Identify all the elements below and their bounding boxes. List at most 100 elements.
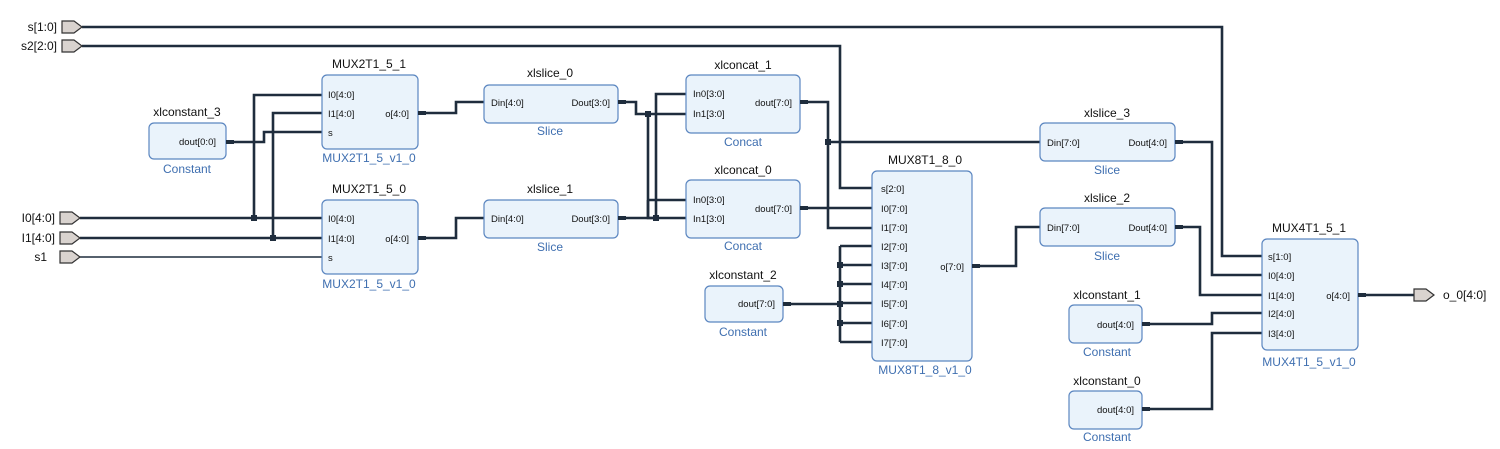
- block-type: MUX8T1_8_v1_0: [878, 363, 972, 377]
- junction-dot: [251, 215, 257, 221]
- pin-stub: [1142, 322, 1150, 326]
- wire-concat1-out: [800, 100, 872, 230]
- pin-label: I1[4:0]: [1268, 291, 1294, 302]
- input-port-s1[interactable]: s1: [34, 250, 81, 264]
- block-type: Constant: [1083, 430, 1132, 444]
- pin-label: s[1:0]: [1268, 252, 1291, 263]
- pin-label: I3[4:0]: [1268, 329, 1294, 340]
- wire-const3: [226, 130, 322, 144]
- junction-dot: [837, 262, 843, 268]
- wire-mux20-slice1: [418, 216, 484, 240]
- port-label-s2: s2[2:0]: [21, 39, 57, 53]
- port-arrow-icon: [61, 20, 83, 34]
- pin-label: I0[4:0]: [328, 214, 354, 225]
- pin-label: I1[7:0]: [881, 223, 907, 234]
- pin-label: Dout[3:0]: [571, 214, 610, 225]
- pin-label: I2[7:0]: [881, 242, 907, 253]
- block-title: xlslice_1: [527, 182, 573, 196]
- pin-stub: [618, 100, 626, 104]
- pin-label: s[2:0]: [881, 184, 904, 195]
- block-xlslice-1[interactable]: xlslice_1 Din[4:0] Dout[3:0] Slice: [483, 182, 626, 254]
- wire-i0-branch: [252, 93, 322, 218]
- pin-label: s: [328, 253, 333, 264]
- block-title: xlslice_0: [527, 66, 573, 80]
- block-xlconstant-3[interactable]: xlconstant_3 dout[0:0] Constant: [148, 105, 234, 176]
- port-arrow-icon: [59, 211, 81, 225]
- block-xlconcat-0[interactable]: xlconcat_0 In0[3:0] In1[3:0] dout[7:0] C…: [685, 163, 808, 253]
- pin-label: Dout[3:0]: [571, 98, 610, 109]
- block-type: Slice: [1094, 249, 1120, 263]
- wire-i1-branch: [271, 111, 322, 238]
- pin-label: I1[4:0]: [328, 234, 354, 245]
- junctions: [251, 111, 843, 326]
- block-xlconcat-1[interactable]: xlconcat_1 In0[3:0] In1[3:0] dout[7:0] C…: [685, 58, 808, 149]
- block-title: xlconstant_1: [1073, 288, 1141, 302]
- block-title: xlconstant_2: [709, 268, 777, 282]
- pin-stub: [418, 111, 426, 115]
- pin-stub: [1358, 293, 1366, 297]
- block-type: Concat: [724, 239, 763, 253]
- pin-label: dout[4:0]: [1097, 320, 1134, 331]
- port-label-i0: I0[4:0]: [22, 211, 55, 225]
- pin-label: o[7:0]: [940, 262, 964, 273]
- pin-label: dout[4:0]: [1097, 405, 1134, 416]
- block-mux2t1-5-0[interactable]: MUX2T1_5_0 I0[4:0] I1[4:0] s o[4:0] MUX2…: [321, 182, 426, 291]
- wire-mux21-slice0: [418, 100, 484, 115]
- pin-label: dout[7:0]: [738, 299, 775, 310]
- block-title: xlconstant_3: [153, 105, 221, 119]
- junction-dot: [645, 111, 651, 117]
- block-type: Concat: [724, 135, 763, 149]
- junction-dot: [837, 281, 843, 287]
- block-xlconstant-2[interactable]: xlconstant_2 dout[7:0] Constant: [704, 268, 791, 339]
- block-xlslice-2[interactable]: xlslice_2 Din[7:0] Dout[4:0] Slice: [1039, 191, 1183, 263]
- input-port-i0[interactable]: I0[4:0]: [22, 211, 81, 225]
- block-title: xlconcat_0: [714, 163, 772, 177]
- junction-dot: [825, 139, 831, 145]
- pin-stub: [1175, 225, 1183, 229]
- wire-slice2-mux4: [1175, 225, 1262, 297]
- wire-const1-mux4: [1142, 311, 1262, 326]
- pin-label: In1[3:0]: [693, 109, 725, 120]
- block-title: MUX4T1_5_1: [1272, 221, 1346, 235]
- block-title: MUX8T1_8_0: [888, 153, 962, 167]
- wires: [80, 25, 1414, 411]
- pin-label: o[4:0]: [385, 234, 409, 245]
- pin-label: In0[3:0]: [693, 195, 725, 206]
- pin-label: In0[3:0]: [693, 89, 725, 100]
- block-xlslice-0[interactable]: xlslice_0 Din[4:0] Dout[3:0] Slice: [483, 66, 626, 138]
- block-xlslice-3[interactable]: xlslice_3 Din[7:0] Dout[4:0] Slice: [1039, 106, 1183, 177]
- pin-label: I2[4:0]: [1268, 309, 1294, 320]
- pin-label: dout[0:0]: [179, 137, 216, 148]
- block-mux8t1-8-0[interactable]: MUX8T1_8_0 s[2:0] I0[7:0] I1[7:0] I2[7:0…: [871, 153, 980, 377]
- block-mux2t1-5-1[interactable]: MUX2T1_5_1 I0[4:0] I1[4:0] s o[4:0] MUX2…: [321, 57, 426, 165]
- pin-label: I0[4:0]: [1268, 271, 1294, 282]
- pin-label: Dout[4:0]: [1128, 223, 1167, 234]
- pin-label: dout[7:0]: [755, 204, 792, 215]
- block-title: MUX2T1_5_1: [332, 57, 406, 71]
- wire-s: [82, 25, 1262, 258]
- port-arrow-icon: [61, 39, 83, 53]
- block-title: xlconstant_0: [1073, 374, 1141, 388]
- input-port-s2[interactable]: s2[2:0]: [21, 39, 83, 53]
- output-port-o[interactable]: o_0[4:0]: [1413, 288, 1486, 302]
- pin-label: In1[3:0]: [693, 214, 725, 225]
- block-title: xlconcat_1: [714, 58, 772, 72]
- pin-label: I0[4:0]: [328, 90, 354, 101]
- block-xlconstant-0[interactable]: xlconstant_0 dout[4:0] Constant: [1068, 374, 1150, 444]
- block-mux4t1-5-1[interactable]: MUX4T1_5_1 s[1:0] I0[4:0] I1[4:0] I2[4:0…: [1261, 221, 1366, 369]
- port-arrow-icon: [1413, 288, 1435, 302]
- pin-label: Din[7:0]: [1047, 138, 1080, 149]
- pin-label: dout[7:0]: [755, 98, 792, 109]
- wire-mux8-slice2: [972, 225, 1040, 268]
- input-port-i1[interactable]: I1[4:0]: [22, 231, 81, 245]
- block-type: MUX2T1_5_v1_0: [322, 151, 416, 165]
- pin-stub: [1175, 140, 1183, 144]
- pin-label: I5[7:0]: [881, 299, 907, 310]
- port-label-s: s[1:0]: [28, 20, 57, 34]
- input-port-s[interactable]: s[1:0]: [28, 20, 83, 34]
- pin-label: Din[4:0]: [491, 98, 524, 109]
- block-type: Constant: [1083, 345, 1132, 359]
- pin-stub: [800, 206, 808, 210]
- block-xlconstant-1[interactable]: xlconstant_1 dout[4:0] Constant: [1068, 288, 1150, 359]
